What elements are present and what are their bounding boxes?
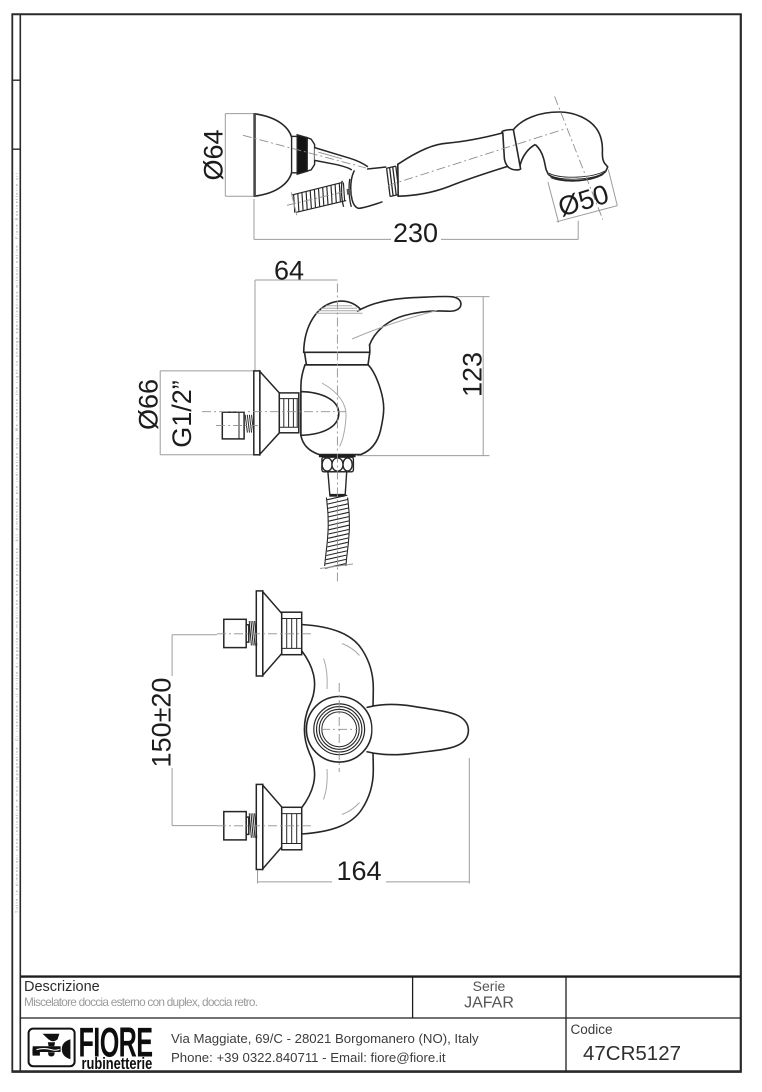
svg-text:Descrizione: Descrizione: [24, 979, 100, 995]
svg-text:47CR5127: 47CR5127: [583, 1042, 681, 1065]
svg-text:rubinetterie: rubinetterie: [82, 1055, 153, 1073]
svg-text:Via Maggiate, 69/C - 28021 Bor: Via Maggiate, 69/C - 28021 Borgomanero (…: [171, 1031, 479, 1046]
svg-text:Serie: Serie: [473, 978, 506, 994]
svg-text:150±20: 150±20: [147, 678, 177, 768]
svg-text:Miscelatore doccia esterno con: Miscelatore doccia esterno con duplex, d…: [24, 995, 258, 1009]
svg-text:123: 123: [458, 352, 488, 397]
svg-text:Ø64: Ø64: [199, 129, 229, 180]
svg-text:230: 230: [393, 218, 438, 248]
svg-text:Ø66: Ø66: [134, 379, 164, 430]
svg-text:Phone: +39 0322.840711 - Email: Phone: +39 0322.840711 - Email: fiore@fi…: [171, 1050, 446, 1065]
svg-text:FIORE: FIORE: [79, 1020, 153, 1066]
svg-text:164: 164: [336, 856, 381, 886]
svg-text:Codice: Codice: [571, 1022, 613, 1037]
svg-text:G1/2”: G1/2”: [167, 380, 197, 448]
svg-text:64: 64: [274, 256, 304, 286]
svg-text:JAFAR: JAFAR: [464, 995, 514, 1012]
